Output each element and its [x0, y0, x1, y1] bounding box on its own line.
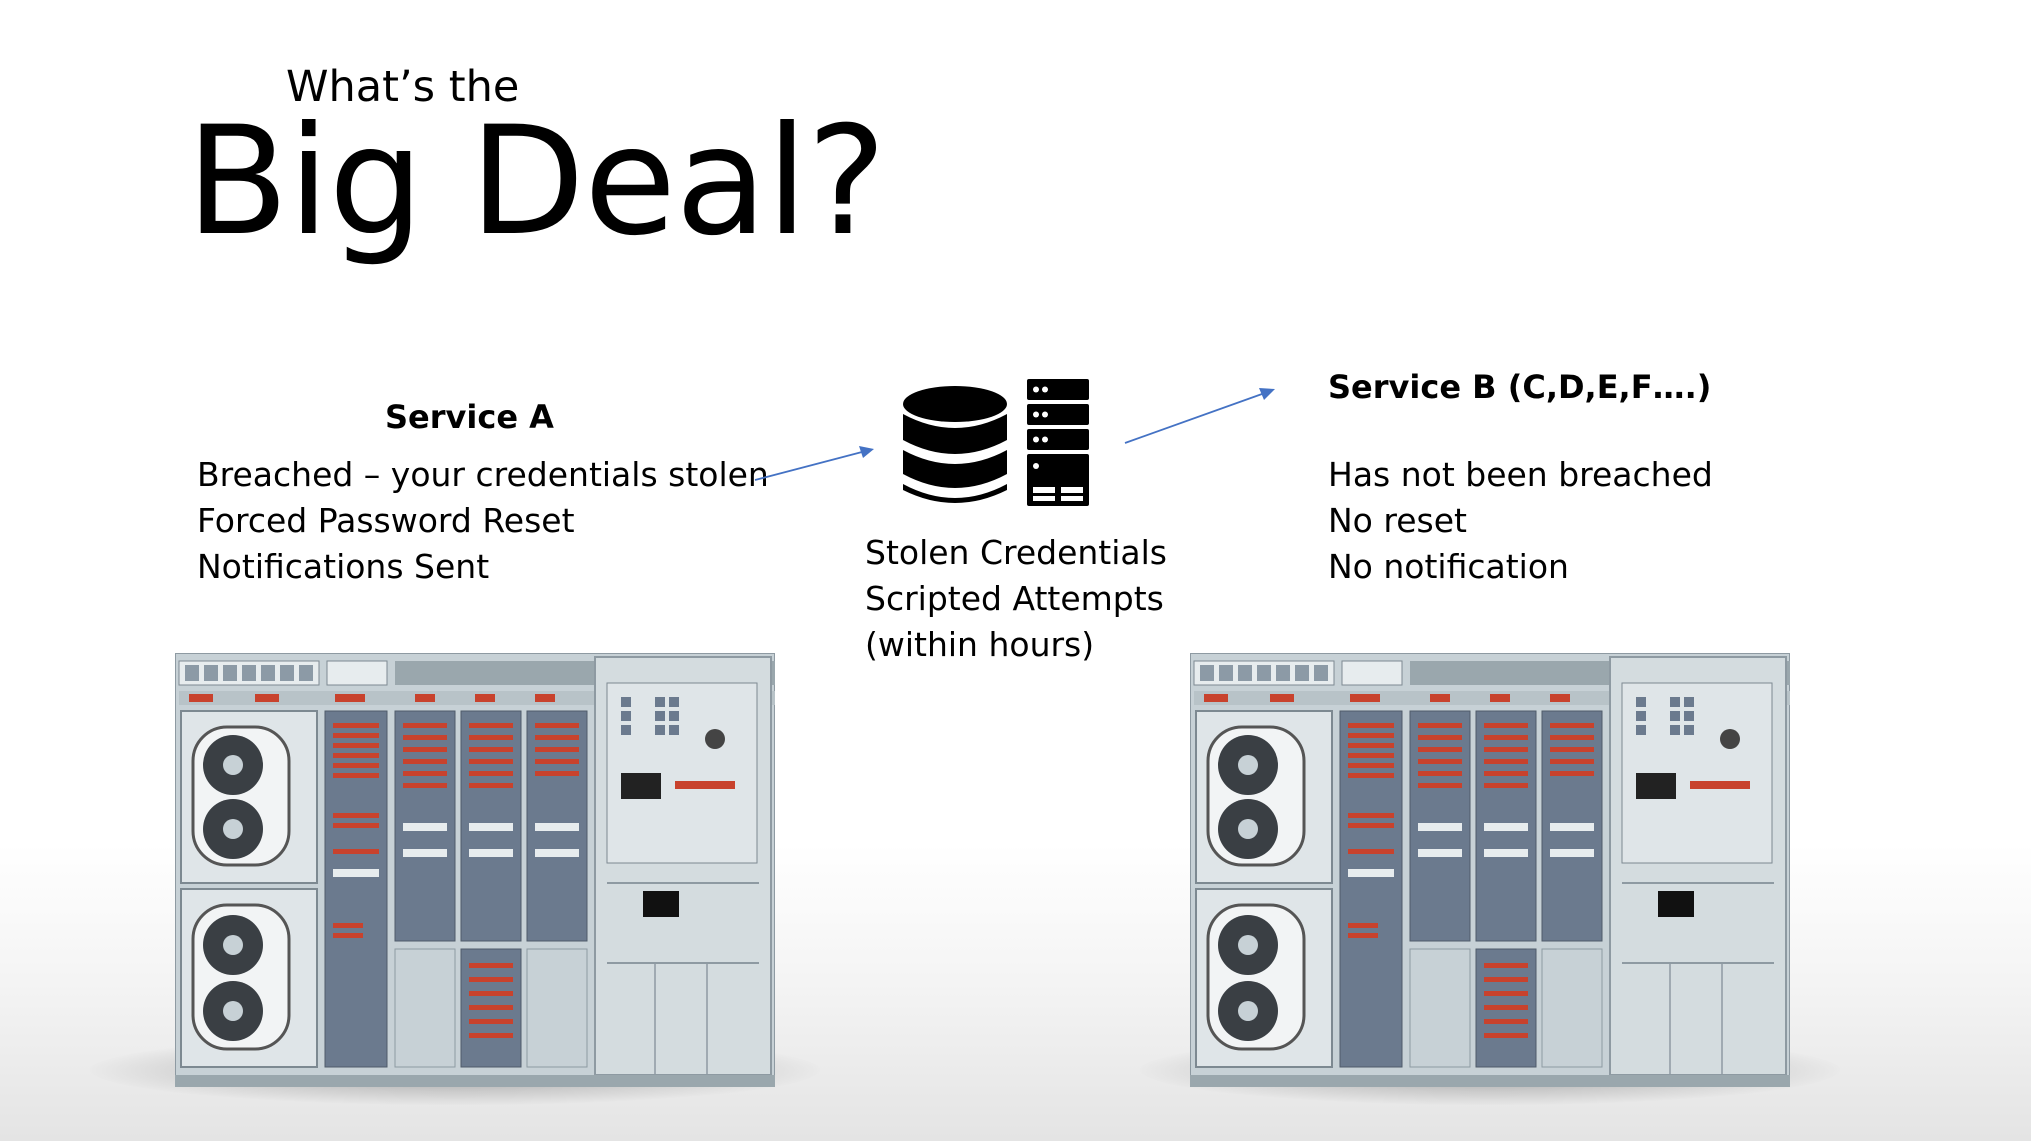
- service-a-line: Forced Password Reset: [197, 501, 575, 540]
- slide-subtitle: What’s the: [286, 62, 520, 112]
- arrow-to-database: [754, 446, 874, 481]
- service-a-heading: Service A: [385, 398, 554, 436]
- service-a-line: Breached – your credentials stolen: [197, 455, 769, 494]
- attack-description: Stolen Credentials Scripted Attempts (wi…: [865, 530, 1167, 668]
- arrow-to-service-b: [1124, 388, 1275, 444]
- service-b-line: No notification: [1328, 547, 1569, 586]
- slide-title: Big Deal?: [186, 95, 886, 269]
- service-b-line: No reset: [1328, 501, 1467, 540]
- attack-line: Scripted Attempts: [865, 579, 1164, 618]
- mainframe-service-b: [1190, 653, 1790, 1089]
- server-rack-icon: [1027, 379, 1089, 506]
- database-icon: [903, 386, 1007, 503]
- service-a-line: Notifications Sent: [197, 547, 490, 586]
- mainframe-service-a: [175, 653, 775, 1089]
- attack-line: (within hours): [865, 625, 1095, 664]
- service-b-heading: Service B (C,D,E,F….): [1328, 368, 1712, 406]
- service-a-details: Breached – your credentials stolen Force…: [197, 452, 769, 590]
- service-b-line: Has not been breached: [1328, 455, 1713, 494]
- service-b-details: Has not been breached No reset No notifi…: [1328, 452, 1713, 590]
- attack-line: Stolen Credentials: [865, 533, 1167, 572]
